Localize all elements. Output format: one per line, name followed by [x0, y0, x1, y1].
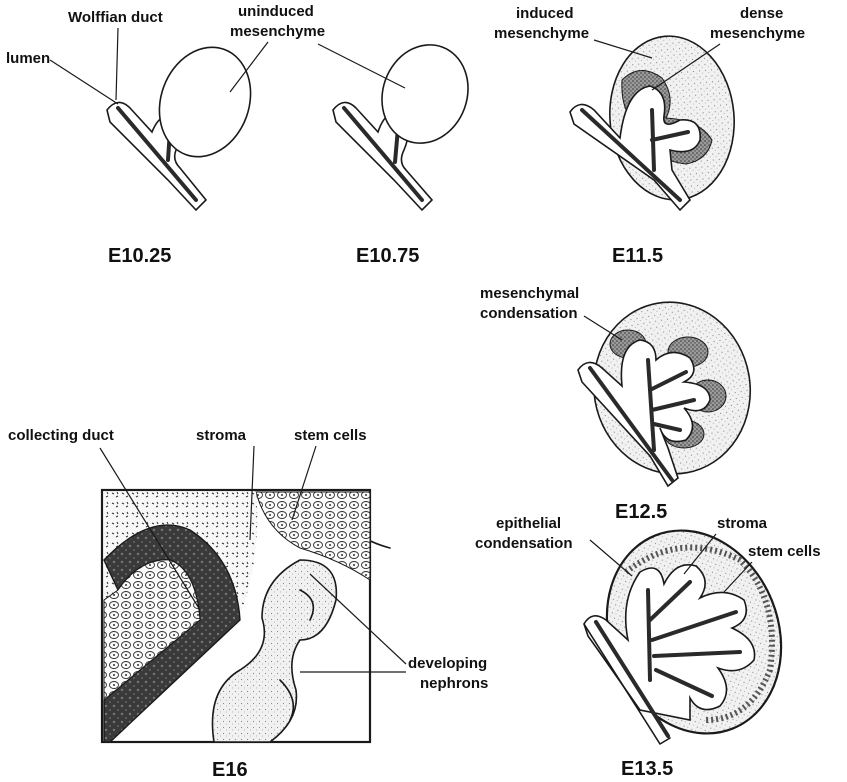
label-dense-mesenchyme-1: dense — [740, 5, 783, 22]
label-mesenchymal-condensation-2: condensation — [480, 305, 578, 322]
label-lumen: lumen — [6, 50, 50, 67]
label-stem-cells-e16: stem cells — [294, 427, 367, 444]
stage-label-e10-25: E10.25 — [108, 245, 171, 267]
label-uninduced-mesenchyme-2: mesenchyme — [230, 23, 325, 40]
label-induced-mesenchyme-1: induced — [516, 5, 574, 22]
label-mesenchymal-condensation-1: mesenchymal — [480, 285, 579, 302]
label-epithelial-condensation-1: epithelial — [496, 515, 561, 532]
leader-lumen — [50, 60, 118, 104]
stage-e10-25: E10.25 — [107, 34, 265, 267]
stage-label-e10-75: E10.75 — [356, 245, 419, 267]
leader-wolffian-duct — [116, 28, 118, 100]
label-wolffian-duct: Wolffian duct — [68, 9, 163, 26]
stage-e10-75: E10.75 — [333, 33, 482, 267]
label-stroma-e16: stroma — [196, 427, 247, 444]
label-dense-mesenchyme-2: mesenchyme — [710, 25, 805, 42]
label-developing-nephrons-2: nephrons — [420, 675, 488, 692]
label-collecting-duct: collecting duct — [8, 427, 114, 444]
stage-e12-5: E12.5 — [578, 290, 764, 523]
label-epithelial-condensation-2: condensation — [475, 535, 573, 552]
label-stem-cells-e13: stem cells — [748, 543, 821, 560]
stage-label-e12-5: E12.5 — [615, 501, 667, 523]
label-uninduced-mesenchyme-1: uninduced — [238, 3, 314, 20]
stage-label-e16: E16 — [212, 759, 248, 781]
stage-e16: E16 — [102, 490, 390, 781]
stage-e11-5: E11.5 — [570, 31, 741, 267]
label-induced-mesenchyme-2: mesenchyme — [494, 25, 589, 42]
stage-label-e11-5: E11.5 — [612, 245, 663, 267]
stage-label-e13-5: E13.5 — [621, 758, 673, 780]
label-stroma-e13: stroma — [717, 515, 768, 532]
label-developing-nephrons-1: developing — [408, 655, 487, 672]
